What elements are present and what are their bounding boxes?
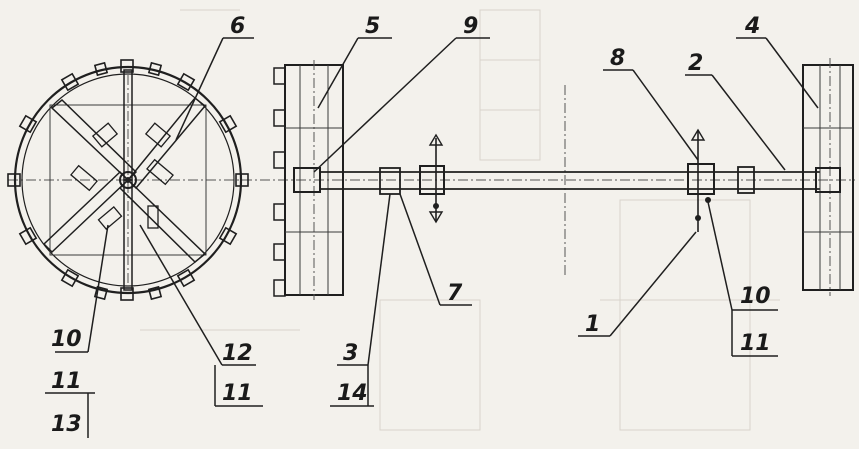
callout-9: 9 (463, 14, 478, 39)
background-ghost-drawing (140, 9, 780, 431)
right-wheel (802, 58, 854, 296)
callout-6: 6 (230, 14, 245, 39)
callout-11-mid: 11 (222, 381, 253, 406)
right-coupling-block (737, 166, 755, 194)
callout-11-left: 11 (51, 369, 82, 394)
callout-1: 1 (585, 312, 600, 337)
callout-5: 5 (365, 14, 380, 39)
callout-10-right: 10 (740, 284, 771, 309)
callout-10-left: 10 (51, 327, 82, 352)
left-bearing-assembly (419, 133, 445, 224)
callout-13-left: 13 (51, 412, 82, 437)
callout-4: 4 (744, 14, 760, 39)
callout-12: 12 (222, 341, 253, 366)
callout-3: 3 (343, 341, 358, 366)
callout-7: 7 (447, 281, 463, 306)
shaft (320, 171, 820, 190)
left-wheel (273, 60, 344, 300)
callout-11-right: 11 (740, 331, 771, 356)
leader-lines (45, 37, 819, 438)
callout-14: 14 (337, 381, 368, 406)
rotor-side-view (7, 59, 249, 301)
callout-2: 2 (688, 51, 703, 76)
right-bearing-assembly (687, 128, 715, 232)
callout-8: 8 (610, 46, 625, 71)
